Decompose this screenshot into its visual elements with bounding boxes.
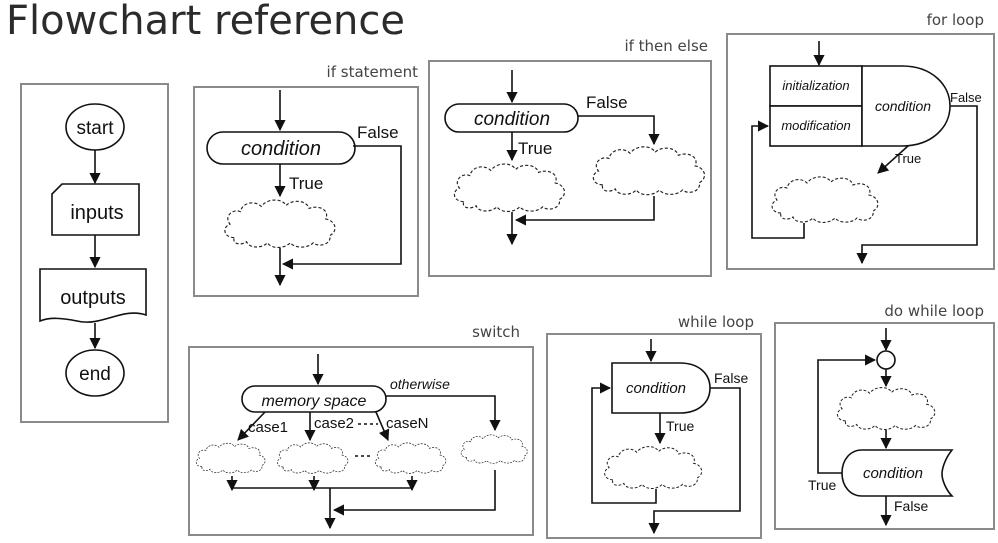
switch-case1-arrow bbox=[237, 411, 266, 441]
basics-diagram: start inputs outputs end bbox=[39, 103, 147, 397]
if-statement-title: if statement bbox=[326, 63, 418, 81]
for-condition-shape bbox=[861, 65, 951, 147]
while-loop-diagram: condition False True bbox=[591, 339, 748, 535]
for-false-exit-path bbox=[856, 105, 978, 265]
do-false-label: False bbox=[894, 498, 928, 514]
for-modification-box bbox=[769, 105, 863, 147]
switch-case2-label: case2 bbox=[314, 415, 354, 432]
if-false-label: False bbox=[357, 123, 399, 142]
if-statement-diagram: condition True False bbox=[206, 90, 402, 287]
for-loop-diagram: initialization modification condition Fa… bbox=[751, 41, 982, 265]
switch-case1-cloud bbox=[195, 442, 266, 474]
ite-condition-label: condition bbox=[474, 109, 550, 130]
for-true-arrow bbox=[877, 145, 909, 174]
do-condition-label: condition bbox=[863, 465, 923, 482]
do-true-loopback-path bbox=[817, 354, 877, 474]
outputs-label: outputs bbox=[60, 287, 126, 309]
end-label: end bbox=[79, 364, 111, 385]
ite-else-block-cloud bbox=[592, 146, 706, 196]
while-true-label: True bbox=[666, 418, 694, 434]
basics-panel: start inputs outputs end bbox=[20, 83, 169, 423]
for-loop-panel: initialization modification condition Fa… bbox=[726, 33, 995, 270]
while-condition-shape bbox=[611, 362, 711, 414]
if-condition-shape bbox=[206, 131, 356, 165]
if-then-else-panel: condition True False bbox=[428, 60, 712, 277]
switch-otherwise-path bbox=[386, 395, 501, 432]
while-body-cloud bbox=[604, 446, 703, 489]
if-true-block-cloud bbox=[224, 199, 336, 248]
do-connector bbox=[876, 350, 896, 370]
switch-caseN-label: caseN bbox=[386, 415, 429, 432]
switch-case1-label: case1 bbox=[248, 419, 288, 436]
if-then-else-title: if then else bbox=[624, 37, 708, 55]
if-condition-label: condition bbox=[241, 138, 321, 160]
for-false-label: False bbox=[950, 90, 982, 105]
for-true-label: True bbox=[895, 151, 921, 166]
while-loop-panel: condition False True bbox=[546, 333, 762, 539]
if-true-label: True bbox=[289, 174, 323, 193]
while-false-exit-path bbox=[648, 387, 741, 535]
switch-diagram: memory space otherwise case1 case2 caseN bbox=[195, 354, 528, 530]
end-terminal bbox=[65, 349, 125, 397]
switch-title: switch bbox=[472, 323, 520, 341]
ite-false-path bbox=[578, 115, 660, 146]
inputs-label: inputs bbox=[70, 202, 123, 224]
outputs-shape bbox=[39, 268, 147, 323]
switch-memory-label: memory space bbox=[262, 393, 367, 410]
do-true-label: True bbox=[808, 477, 836, 493]
switch-case2-cloud bbox=[276, 442, 349, 474]
switch-caseN-arrow bbox=[375, 411, 390, 442]
for-body-cloud bbox=[771, 176, 879, 223]
while-loopback-path bbox=[591, 382, 657, 504]
do-while-loop-title: do while loop bbox=[884, 302, 984, 320]
for-initialization-label: initialization bbox=[782, 78, 849, 93]
if-then-else-diagram: condition True False bbox=[444, 70, 706, 246]
switch-memory-shape bbox=[241, 385, 387, 413]
if-statement-panel: condition True False bbox=[193, 86, 419, 297]
do-while-loop-diagram: condition True False bbox=[808, 328, 954, 527]
do-while-loop-panel: condition True False bbox=[774, 322, 995, 530]
switch-otherwise-label: otherwise bbox=[390, 376, 450, 392]
while-false-label: False bbox=[714, 370, 748, 386]
switch-otherwise-cloud bbox=[460, 434, 528, 464]
for-condition-label: condition bbox=[875, 98, 931, 114]
ite-false-label: False bbox=[586, 93, 628, 112]
for-modification-label: modification bbox=[781, 118, 850, 133]
switch-panel: memory space otherwise case1 case2 caseN bbox=[188, 346, 534, 536]
for-loopback-path bbox=[751, 120, 805, 239]
while-loop-title: while loop bbox=[677, 313, 754, 331]
inputs-shape bbox=[51, 183, 140, 236]
page-title: Flowchart reference bbox=[6, 0, 406, 44]
start-label: start bbox=[77, 118, 115, 139]
switch-otherwise-merge-path bbox=[332, 470, 496, 516]
ite-then-block-cloud bbox=[453, 163, 566, 212]
switch-caseN-cloud bbox=[374, 442, 447, 474]
while-condition-label: condition bbox=[626, 380, 686, 397]
do-body-cloud bbox=[836, 387, 936, 430]
ite-true-label: True bbox=[518, 139, 552, 158]
ite-else-merge-path bbox=[514, 196, 655, 226]
do-condition-shape bbox=[841, 449, 954, 497]
if-false-path bbox=[281, 145, 402, 270]
for-loop-title: for loop bbox=[926, 11, 984, 29]
